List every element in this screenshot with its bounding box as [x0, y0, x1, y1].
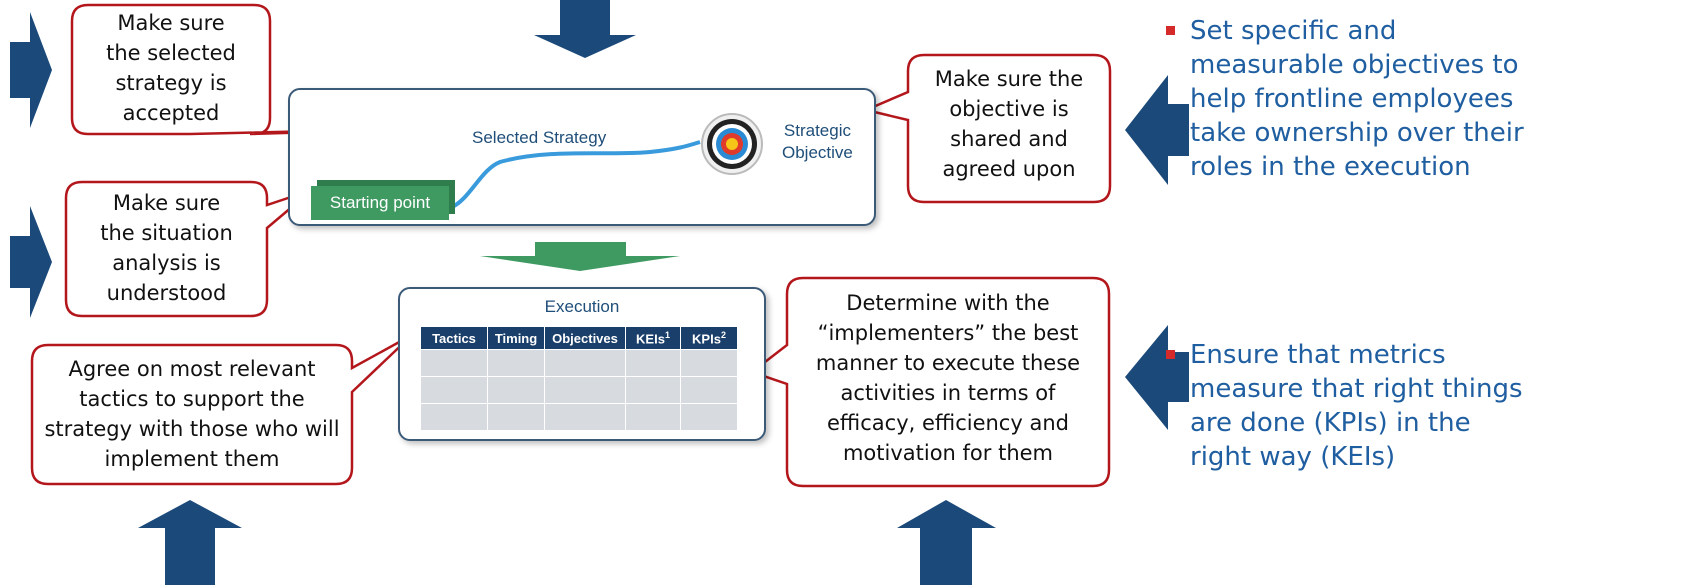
- strategy-path: [449, 140, 701, 210]
- callout-objective-shared: Make sure the objective is shared and ag…: [934, 67, 1084, 181]
- target-icon: [701, 113, 763, 175]
- table-header-label: Tactics: [432, 330, 476, 346]
- starting-point-box: Starting point: [311, 186, 449, 220]
- table-cell: [487, 376, 545, 404]
- right-arrow-top: [1125, 75, 1189, 185]
- callout-determine-implementers: Determine with the “implementers” the be…: [815, 291, 1081, 465]
- table-row: [420, 376, 738, 404]
- table-cell: [544, 403, 626, 431]
- table-header-kpis: KPIs2: [680, 326, 738, 350]
- bullet-objectives: Set specific and measurable objectives t…: [1166, 14, 1680, 184]
- table-cell: [544, 376, 626, 404]
- table-header-footnote: 2: [720, 329, 726, 340]
- table-cell: [420, 376, 488, 404]
- table-header-label: KEIs: [636, 331, 665, 347]
- table-header-keis: KEIs1: [625, 326, 681, 350]
- left-arrow-top: [10, 12, 52, 128]
- table-row: [420, 403, 738, 431]
- top-arrow-down: [534, 0, 636, 58]
- table-cell: [680, 349, 738, 377]
- bullet-metrics-text: Ensure that metrics measure that right t…: [1190, 340, 1523, 472]
- bullet-marker: [1166, 350, 1175, 359]
- table-cell: [487, 349, 545, 377]
- table-cell: [544, 349, 626, 377]
- table-header-label: Objectives: [552, 330, 618, 346]
- callout-implementers-shape: [749, 276, 1111, 488]
- left-arrow-bottom: [10, 206, 52, 318]
- bullet-marker: [1166, 26, 1175, 35]
- table-header-objectives: Objectives: [544, 326, 626, 350]
- table-cell: [420, 403, 488, 431]
- strategic-objective-label: Strategic Objective: [782, 121, 853, 162]
- callout-objective-shape: [862, 53, 1112, 204]
- table-cell: [625, 403, 681, 431]
- bottom-arrow-up-left: [138, 500, 242, 585]
- table-cell: [625, 376, 681, 404]
- table-row: [420, 349, 738, 377]
- table-cell: [680, 403, 738, 431]
- callout-situation-shape: [64, 180, 313, 318]
- bullet-metrics: Ensure that metrics measure that right t…: [1166, 338, 1680, 474]
- callout-situation-understood: Make sure the situation analysis is unde…: [100, 191, 233, 305]
- green-arrow-down: [480, 242, 680, 271]
- execution-title: Execution: [544, 297, 620, 316]
- table-header-tactics: Tactics: [420, 326, 488, 350]
- table-header-footnote: 1: [664, 329, 670, 340]
- table-header-timing: Timing: [487, 326, 545, 350]
- table-cell: [625, 349, 681, 377]
- table-header-label: Timing: [494, 330, 538, 346]
- selected-strategy-label: Selected Strategy: [472, 128, 607, 147]
- table-cell: [680, 376, 738, 404]
- callout-tactics-shape: [30, 333, 413, 486]
- bullet-objectives-text: Set specific and measurable objectives t…: [1190, 16, 1524, 182]
- table-header-label: KPIs: [692, 331, 721, 347]
- bottom-arrow-up-right: [897, 500, 996, 585]
- table-cell: [420, 349, 488, 377]
- right-arrow-bottom: [1125, 325, 1189, 430]
- callout-agree-tactics: Agree on most relevant tactics to suppor…: [44, 357, 340, 471]
- table-cell: [487, 403, 545, 431]
- callout-strategy-accepted: Make sure the selected strategy is accep…: [106, 11, 236, 125]
